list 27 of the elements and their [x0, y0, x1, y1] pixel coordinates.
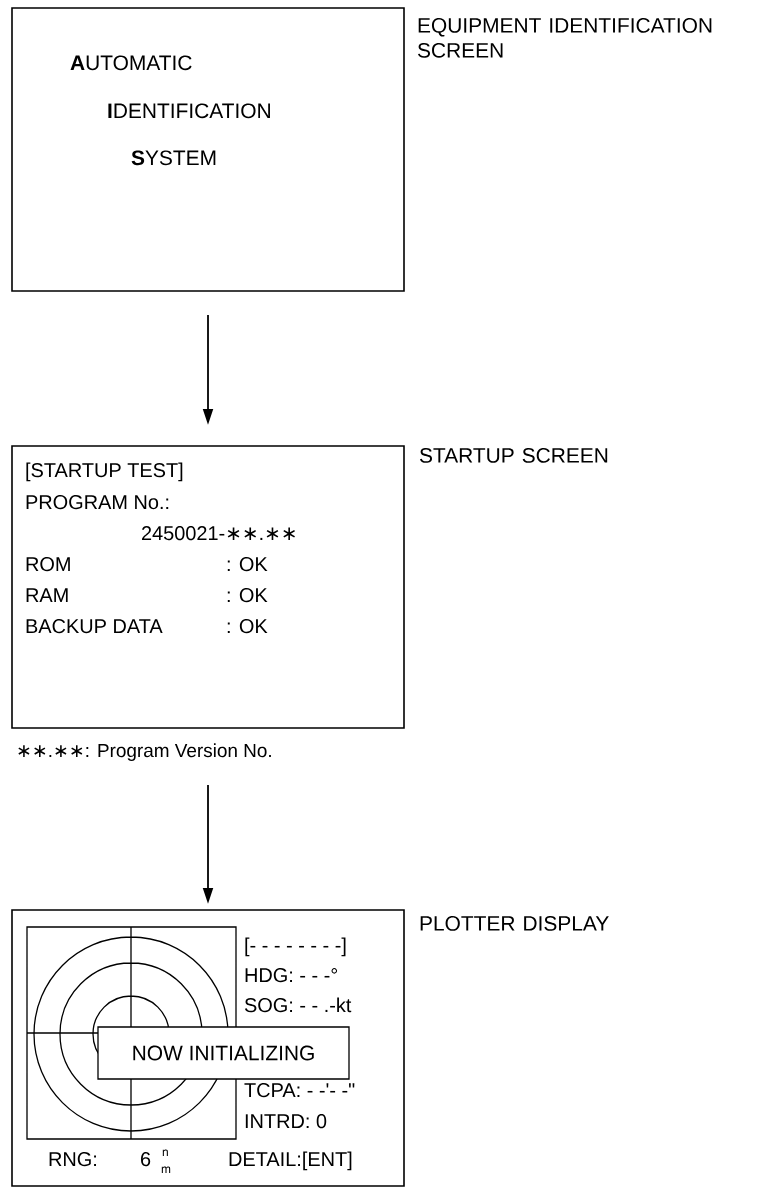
screen-text: : OK — [227, 557, 268, 572]
screen-text: m — [161, 1166, 171, 1173]
screen-text: DETAIL:[ENT] — [229, 1151, 352, 1171]
screen-text: RAM — [26, 588, 68, 602]
screen-text: : OK — [227, 588, 268, 603]
screen-caption: PLOTTER DISPLAY — [420, 916, 609, 931]
screen-caption: EQUIPMENT IDENTIFICATION SCREEN — [417, 18, 712, 58]
screen-text: SOG: - - .-kt — [244, 997, 352, 1013]
screen-text: AUTOMATIC — [70, 55, 192, 71]
screen-text: ROM — [26, 557, 70, 572]
screen-text: TCPA: - -'- -" — [244, 1083, 355, 1098]
screen-text: [STARTUP TEST] — [26, 462, 183, 482]
screen-text: 6 — [141, 1152, 151, 1167]
screen-text: SYSTEM — [131, 150, 216, 166]
screen-text: [- - - - - - - -] — [245, 937, 346, 957]
footnote: ∗∗.∗∗: Program Version No. — [18, 743, 271, 761]
screen-text: RNG: — [49, 1152, 96, 1167]
screen-text: n — [162, 1149, 168, 1156]
screen-text: 2450021-∗∗.∗∗ — [142, 526, 295, 541]
screen-text: PROGRAM No.: — [26, 495, 169, 510]
screen-text: IDENTIFICATION — [108, 103, 270, 119]
screen-text: : OK — [227, 619, 268, 634]
screen-text: BACKUP DATA — [26, 619, 163, 634]
message-box: NOW INITIALIZING — [97, 1026, 350, 1080]
screen-caption: STARTUP SCREEN — [419, 448, 608, 463]
screen-text: INTRD: 0 — [245, 1114, 327, 1129]
screen-text: HDG: - - -° — [245, 968, 338, 983]
